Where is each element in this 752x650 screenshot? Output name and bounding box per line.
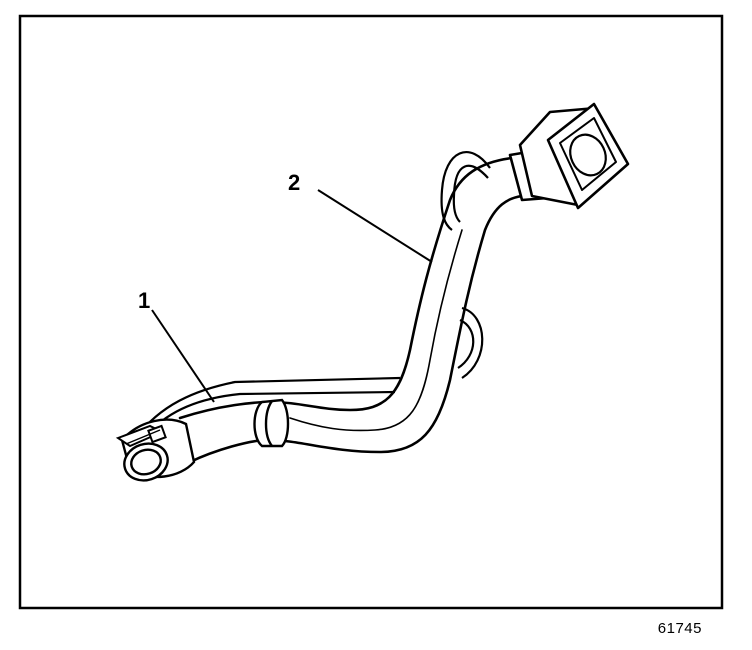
flange-connector [508,102,630,210]
frame-border [18,14,724,610]
hose-sleeve [253,398,290,448]
secondary-tube [135,151,491,439]
callout-label-1: 1 [138,288,150,313]
figure-number: 61745 [657,620,702,637]
callout-leader-2 [317,189,433,263]
main-hose [178,156,524,464]
hose-clamp [115,424,167,448]
callout-leader-1 [151,309,215,403]
callout-label-2: 2 [288,170,300,195]
